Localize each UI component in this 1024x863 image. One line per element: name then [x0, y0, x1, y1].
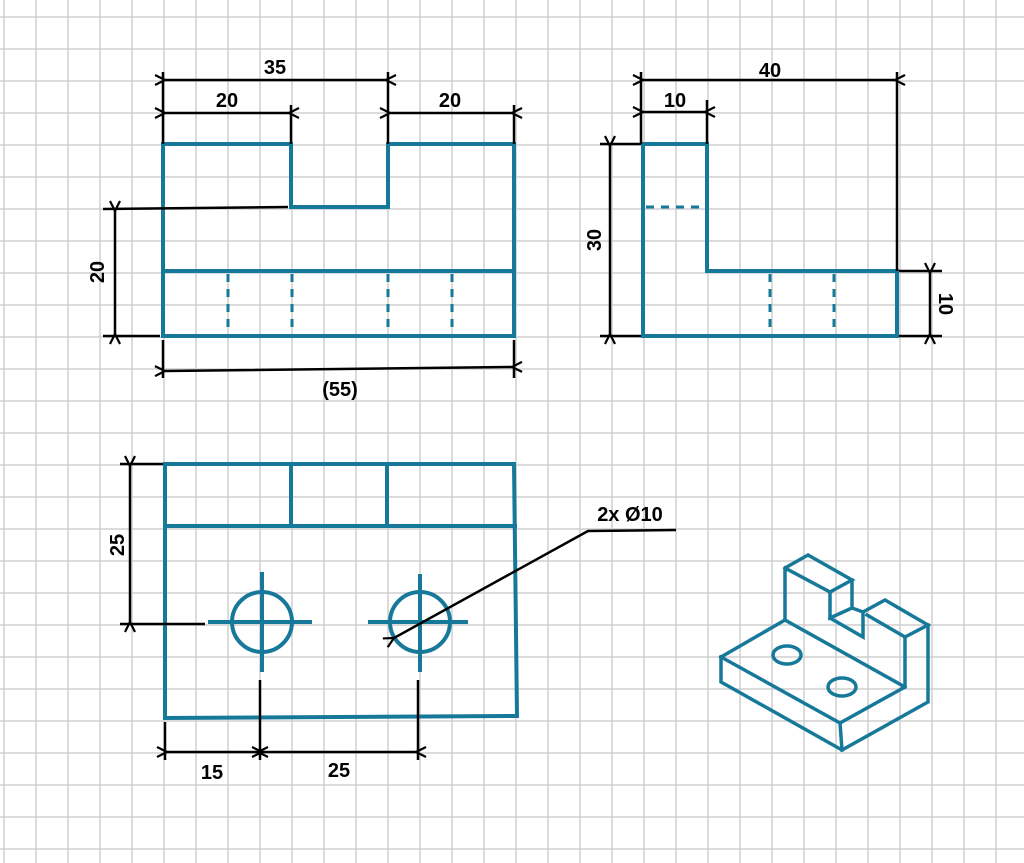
dim-20-left: 20: [216, 90, 238, 112]
dim-15: 15: [201, 762, 223, 784]
top-view: 25 15 25 2x Ø10: [107, 464, 677, 784]
side-view: 40 10 30 10: [584, 60, 956, 336]
hole-callout: 2x Ø10: [597, 504, 663, 526]
dim-20-right: 20: [439, 90, 461, 112]
dim-40: 40: [759, 60, 781, 82]
dim-55: (55): [322, 379, 358, 401]
dim-25-spacing: 25: [328, 760, 350, 782]
isometric-view: [718, 552, 932, 753]
dim-10-base: 10: [934, 293, 956, 315]
dim-10-wall: 10: [664, 90, 686, 112]
dim-20-height: 20: [87, 261, 109, 283]
dim-25-vertical: 25: [107, 534, 129, 556]
front-view: 35 20 20 20 (55): [87, 57, 514, 401]
dim-35: 35: [264, 57, 286, 79]
dim-30: 30: [584, 229, 606, 251]
